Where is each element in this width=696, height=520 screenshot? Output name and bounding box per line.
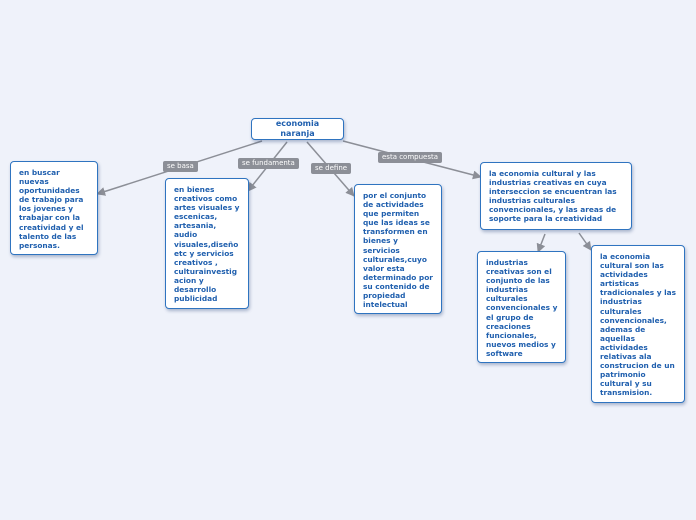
topic-se-basa-text: en buscar nuevas oportunidades de trabaj…: [19, 168, 84, 250]
relation-label-se-define: se define: [311, 163, 352, 174]
subtopic-industrias-creativas[interactable]: industrias creativas son el conjunto de …: [477, 251, 566, 363]
relation-label-se-fundamenta: se fundamenta: [238, 158, 299, 169]
subtopic-economia-cultural-text: la economia cultural son las actividades…: [600, 252, 677, 398]
topic-esta-compuesta-text: la economia cultural y las industrias cr…: [489, 169, 617, 224]
topic-esta-compuesta[interactable]: la economia cultural y las industrias cr…: [480, 162, 632, 230]
connector-industrias: [536, 233, 546, 253]
subtopic-economia-cultural[interactable]: la economia cultural son las actividades…: [591, 245, 685, 403]
relation-label-se-basa: se basa: [163, 161, 198, 172]
topic-se-define[interactable]: por el conjunto de actividades que permi…: [354, 184, 442, 314]
root-topic-economia-naranja[interactable]: economia naranja: [251, 118, 344, 140]
topic-se-fundamenta-text: en bienes creativos como artes visuales …: [174, 185, 240, 304]
topic-se-define-text: por el conjunto de actividades que permi…: [363, 191, 433, 310]
connector-economia-cultural: [578, 232, 592, 251]
root-topic-text: economia naranja: [275, 119, 320, 138]
topic-se-fundamenta[interactable]: en bienes creativos como artes visuales …: [165, 178, 249, 309]
relation-label-esta-compuesta: esta compuesta: [378, 152, 443, 163]
subtopic-industrias-creativas-text: industrias creativas son el conjunto de …: [486, 258, 558, 358]
topic-se-basa[interactable]: en buscar nuevas oportunidades de trabaj…: [10, 161, 98, 255]
